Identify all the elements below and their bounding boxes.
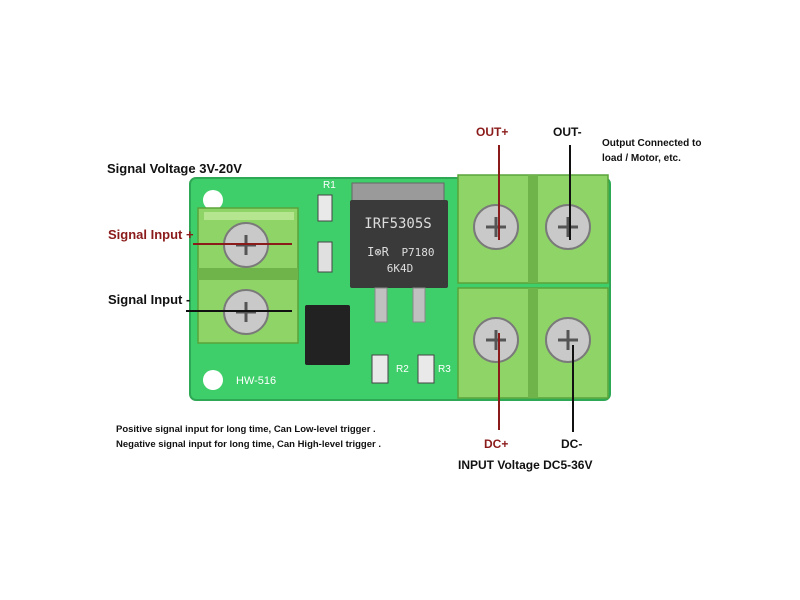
mosfet-part-number: IRF5305S [364,216,431,232]
note-line-negative: Negative signal input for long time, Can… [116,439,381,450]
optocoupler-chip [305,305,350,365]
mounting-hole-bottom [203,370,223,390]
resistor-r1 [317,194,333,222]
out-minus-label: OUT- [553,125,582,139]
input-voltage-label: INPUT Voltage DC5-36V [458,458,593,472]
signal-voltage-label: Signal Voltage 3V-20V [107,161,242,176]
resistor-r2 [371,354,389,384]
mosfet-code: P7180 [401,246,434,259]
output-terminal-block [457,174,609,284]
mounting-hole-top [203,190,223,210]
mosfet-batch: 6K4D [387,262,414,275]
mosfet-logo: I⊗R [367,245,389,259]
note-line-positive: Positive signal input for long time, Can… [116,424,376,435]
r2-silkscreen: R2 [396,364,409,375]
signal-input-plus-label: Signal Input + [108,227,194,242]
dc-plus-label: DC+ [484,437,509,451]
output-note-line2: load / Motor, etc. [602,153,681,164]
input-terminal-block [457,287,609,399]
led [317,241,333,273]
signal-input-minus-label: Signal Input - [108,292,191,307]
resistor-r3 [417,354,435,384]
signal-terminal-block [197,207,299,344]
mosfet-chip: IRF5305S I⊗R P7180 6K4D [350,182,448,323]
r1-silkscreen: R1 [323,180,336,191]
model-silkscreen: HW-516 [236,375,276,387]
out-plus-label: OUT+ [476,125,509,139]
dc-minus-label: DC- [561,437,583,451]
r3-silkscreen: R3 [438,364,451,375]
output-note-line1: Output Connected to [602,138,702,149]
